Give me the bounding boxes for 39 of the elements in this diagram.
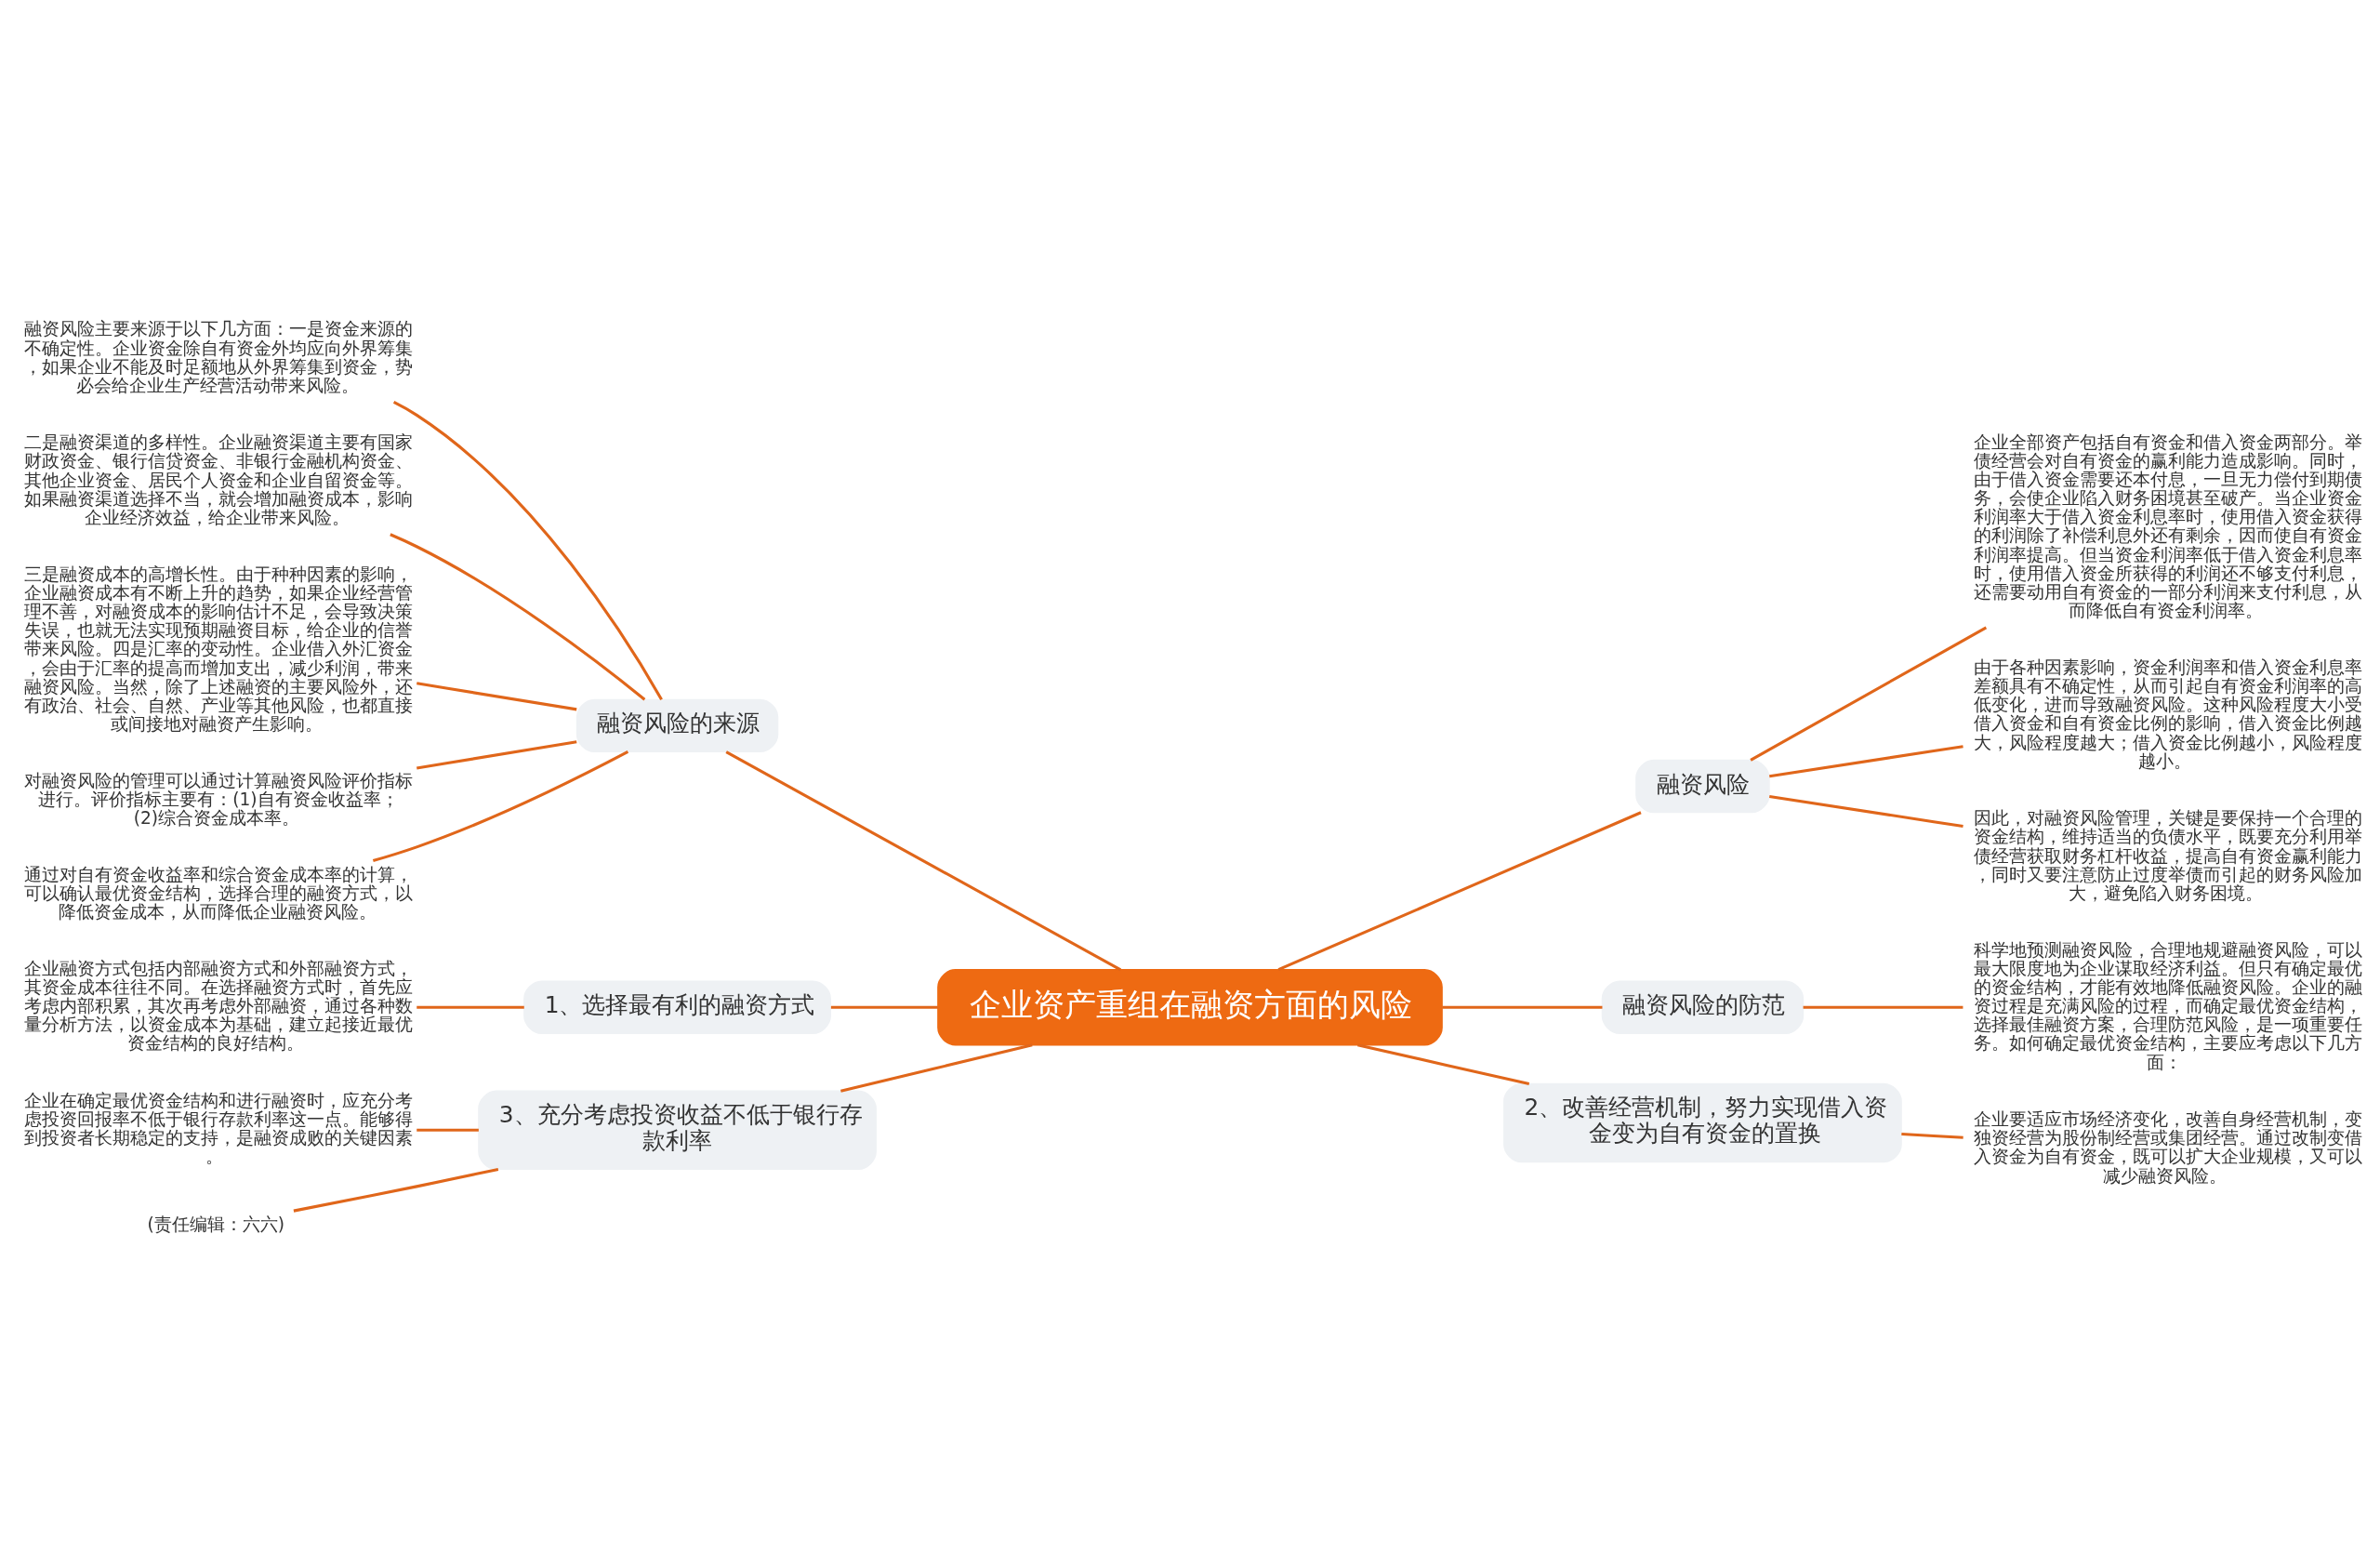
node-text: 三是融资成本的高增长性。由于种种因素的影响，企业融资成本有不断上升的趋势，如果企业经营管理不善，对融资成本的影响估计不足，会导致决策失误，也就无法实现预期融资目标，给企业的信誉带来风险。四是汇率的变动性。企业借入外汇资金，会由于汇率的提高而增加支出，减少利润，带来融资风险。当然，除了上述融资的主要风险外，还有政治、社会、自然、产业等其他风险，也都直接或间接地对融资产生影响。 — [23, 564, 413, 734]
node-text: 对融资风险的管理可以通过计算融资风险评价指标进行。评价指标主要有：(1)自有资金收益率；(2)综合资金成本率。 — [23, 770, 413, 828]
node-text: 科学地预测融资风险，合理地规避融资风险，可以最大限度地为企业谋取经济利益。但只有确定最优的资金结构，才能有效地降低融资风险。企业的融资过程是充满风险的过程，而确定最优资金结构，选择最佳融资方案，合理防范风险，是一项重要任务。如何确定最优资金结构，主要应考虑以下几方面： — [1973, 939, 2362, 1072]
connector — [1803, 1005, 1964, 1009]
connector — [830, 1005, 938, 1009]
node-text: 融资风险主要来源于以下几方面：一是资金来源的不确定性。企业资金除自有资金外均应向外界筹集，如果企业不能及时足额地从外界筹集到资金，势必会给企业生产经营活动带来风险。 — [23, 318, 413, 395]
node-text: 企业在确定最优资金结构和进行融资时，应充分考虑投资回报率不低于银行存款利率这一点。能够得到投资者长期稳定的支持，是融资成败的关键因素。 — [23, 1090, 413, 1166]
node-text: 企业全部资产包括自有资金和借入资金两部分。举债经营会对自有资金的赢利能力造成影响。同时，由于借入资金需要还本付息，一旦无力偿付到期债务，会使企业陷入财务困境甚至破产。当企业资金利润率大于借入资金利息率时，使用借入资金获得的利润除了补偿利息外还有剩余，因而使自有资金利润率提高。但当资金利润率低于借入资金利息率时，使用借入资金所获得的利润还不够支付利息，还需要动用自有资金的一部分利润来支付利息，从而降低自有资金利润率。 — [1973, 431, 2362, 620]
connector — [416, 739, 577, 769]
node-text: 企业融资方式包括内部融资方式和外部融资方式，其资金成本往往不同。在选择融资方式时，首先应考虑内部积累，其次再考虑外部融资，通过各种数量分析方法，以资金成本为基础，建立起接近最优资金结构的良好结构。 — [23, 958, 413, 1053]
node-text: 企业要适应市场经济变化，改善自身经营机制，变独资经营为股份制经营或集团经营。通过改制变借入资金为自有资金，既可以扩大企业规模，又可以减少融资风险。 — [1973, 1108, 2362, 1186]
connector — [416, 1005, 524, 1009]
connector — [416, 681, 577, 710]
node-text: (责任编辑：六六) — [147, 1214, 285, 1234]
node-box: 3、充分考虑投资收益不低于银行存款利率 — [478, 1090, 877, 1170]
connector — [1769, 744, 1964, 777]
connector — [725, 750, 1122, 971]
node-box: 1、选择最有利的融资方式 — [523, 980, 831, 1034]
node-box: 融资风险的来源 — [575, 698, 779, 752]
node-text: 通过对自有资金收益率和综合资金成本率的计算，可以确认最优资金结构，选择合理的融资方式，以降低资金成本，从而降低企业融资风险。 — [23, 864, 413, 922]
connector — [1357, 1042, 1530, 1085]
node-box: 2、改善经营机制，努力实现借入资金变为自有资金的置换 — [1503, 1082, 1902, 1162]
node-box: 企业资产重组在融资方面的风险 — [937, 968, 1443, 1045]
connector — [1442, 1005, 1603, 1009]
node-text: 二是融资渠道的多样性。企业融资渠道主要有国家财政资金、银行信贷资金、非银行金融机构资金、其他企业资金、居民个人资金和企业自留资金等。如果融资渠道选择不当，就会增加融资成本，影响企业经济效益，给企业带来风险。 — [23, 431, 413, 527]
node-box: 融资风险 — [1635, 759, 1770, 813]
connector — [392, 400, 663, 700]
connector — [1769, 794, 1964, 828]
connector — [1901, 1132, 1964, 1139]
node-text: 因此，对融资风险管理，关键是要保持一个合理的资金结构，维持适当的负债水平，既要充分利用举债经营获取财务杠杆收益，提高自有资金赢利能力，同时又要注意防止过度举债而引起的财务风险加大，避免陷入财务困境。 — [1973, 807, 2362, 903]
connector — [293, 1167, 499, 1213]
node-box: 融资风险的防范 — [1601, 980, 1805, 1034]
connector — [390, 532, 646, 700]
connector — [1750, 626, 1988, 762]
connector — [416, 1128, 479, 1132]
connector — [840, 1042, 1033, 1093]
node-text: 由于各种因素影响，资金利润率和借入资金利息率差额具有不确定性，从而引起自有资金利润率的高低变化，进而导致融资风险。这种风险程度大小受借入资金和自有资金比例的影响，借入资金比例越大，风险程度越大；借入资金比例越小，风险程度越小。 — [1973, 657, 2362, 771]
connector — [372, 750, 629, 862]
connector — [1277, 810, 1642, 971]
